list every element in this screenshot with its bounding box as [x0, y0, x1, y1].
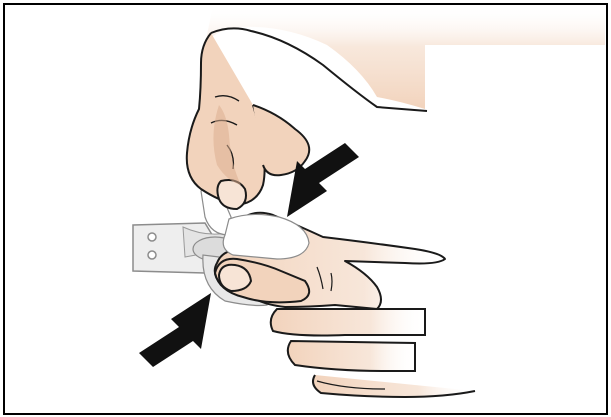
- instruction-illustration: [5, 5, 606, 413]
- upper-hand: [187, 5, 605, 209]
- illustration-frame: [3, 3, 608, 415]
- arrow-up-right-icon: [139, 293, 211, 367]
